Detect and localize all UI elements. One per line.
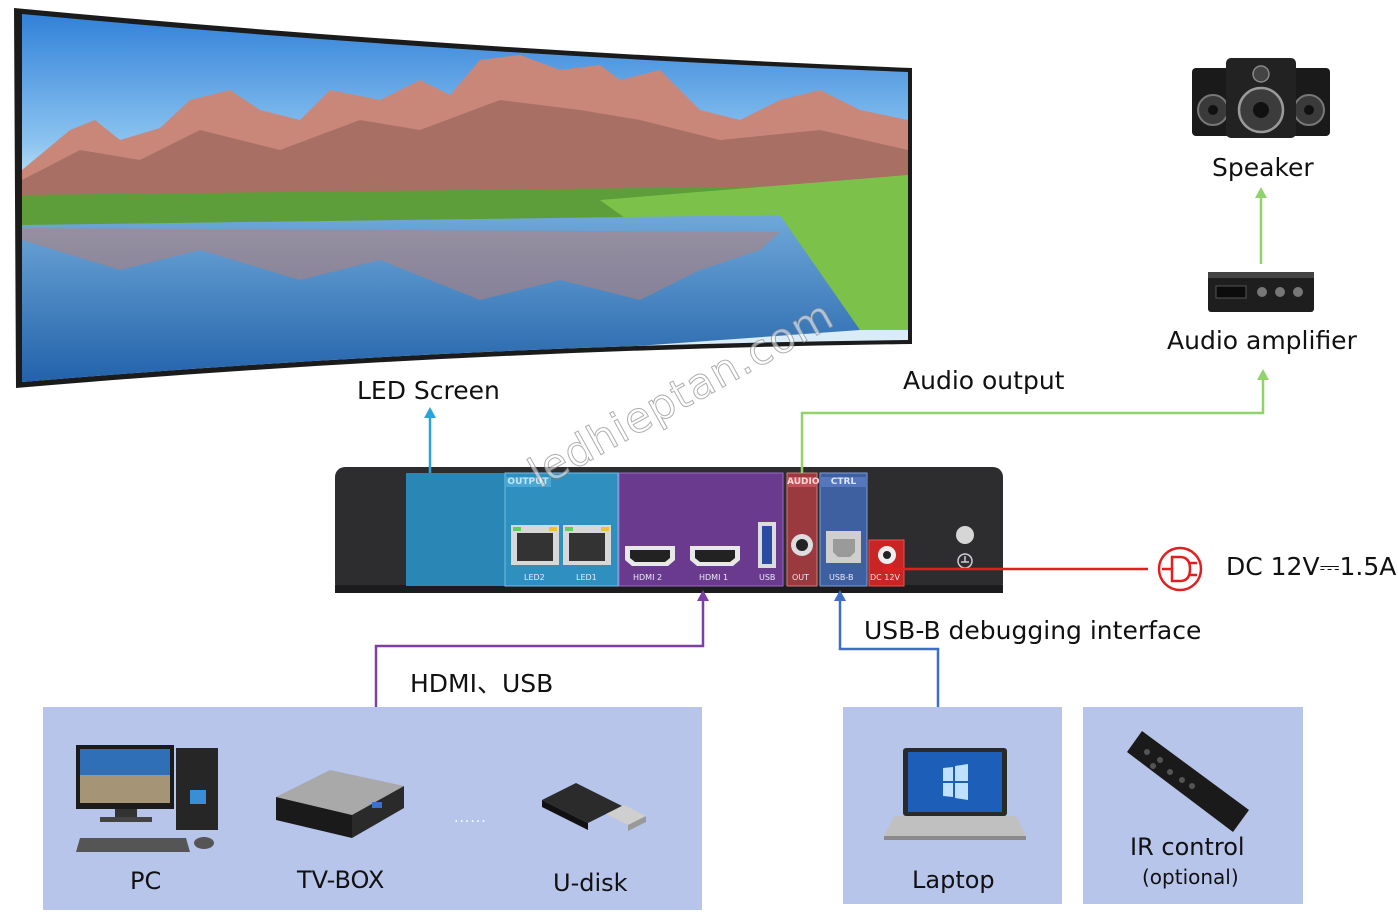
ir-optional-label: (optional) bbox=[1142, 865, 1239, 889]
player-device bbox=[335, 467, 1003, 593]
port-label-led2: LED2 bbox=[524, 573, 545, 582]
ctrl-group-title: CTRL bbox=[820, 477, 867, 487]
output-group-title: OUTPUT bbox=[505, 477, 551, 487]
audio-group-title: AUDIO bbox=[787, 477, 820, 487]
port-label-led1: LED1 bbox=[576, 573, 597, 582]
tvbox-label: TV-BOX bbox=[297, 866, 385, 894]
port-label-usb-b: USB-B bbox=[829, 573, 854, 582]
port-label-hdmi1: HDMI 1 bbox=[699, 573, 729, 582]
ir-control-label: IR control bbox=[1130, 833, 1245, 861]
port-label-dc12v: DC 12V bbox=[870, 573, 900, 582]
speaker-icon bbox=[1192, 58, 1330, 138]
audio-output-connection bbox=[800, 187, 1269, 473]
port-label-out: OUT bbox=[792, 573, 810, 582]
hdmi-usb-label: HDMI、USB bbox=[410, 669, 554, 698]
port-label-usb: USB bbox=[759, 573, 776, 582]
laptop-icon bbox=[884, 748, 1026, 840]
led-screen-graphic bbox=[14, 8, 912, 388]
usb-b-connection bbox=[834, 590, 940, 708]
ellipsis-label: ······ bbox=[454, 814, 487, 830]
laptop-label: Laptop bbox=[912, 866, 995, 894]
power-plug-icon bbox=[1157, 546, 1203, 592]
power-connection bbox=[882, 563, 1148, 575]
audio-amplifier-label: Audio amplifier bbox=[1167, 326, 1357, 355]
speaker-label: Speaker bbox=[1212, 153, 1314, 182]
ir-control-panel bbox=[1083, 707, 1303, 904]
udisk-label: U-disk bbox=[553, 869, 628, 897]
tv-box-icon bbox=[276, 770, 404, 838]
audio-output-label: Audio output bbox=[903, 366, 1065, 395]
pc-icon bbox=[76, 745, 218, 852]
dc-power-label: DC 12V⎓1.5A bbox=[1226, 552, 1397, 581]
ir-remote-icon bbox=[1127, 731, 1249, 832]
port-label-hdmi2: HDMI 2 bbox=[633, 573, 663, 582]
u-disk-icon bbox=[542, 783, 646, 831]
audio-amplifier-icon bbox=[1208, 272, 1314, 312]
pc-label: PC bbox=[130, 867, 162, 895]
led-screen-label: LED Screen bbox=[357, 376, 500, 405]
hdmi-usb-connection bbox=[374, 590, 709, 708]
usb-b-debug-label: USB-B debugging interface bbox=[864, 616, 1202, 645]
led-screen-connection bbox=[424, 407, 436, 473]
